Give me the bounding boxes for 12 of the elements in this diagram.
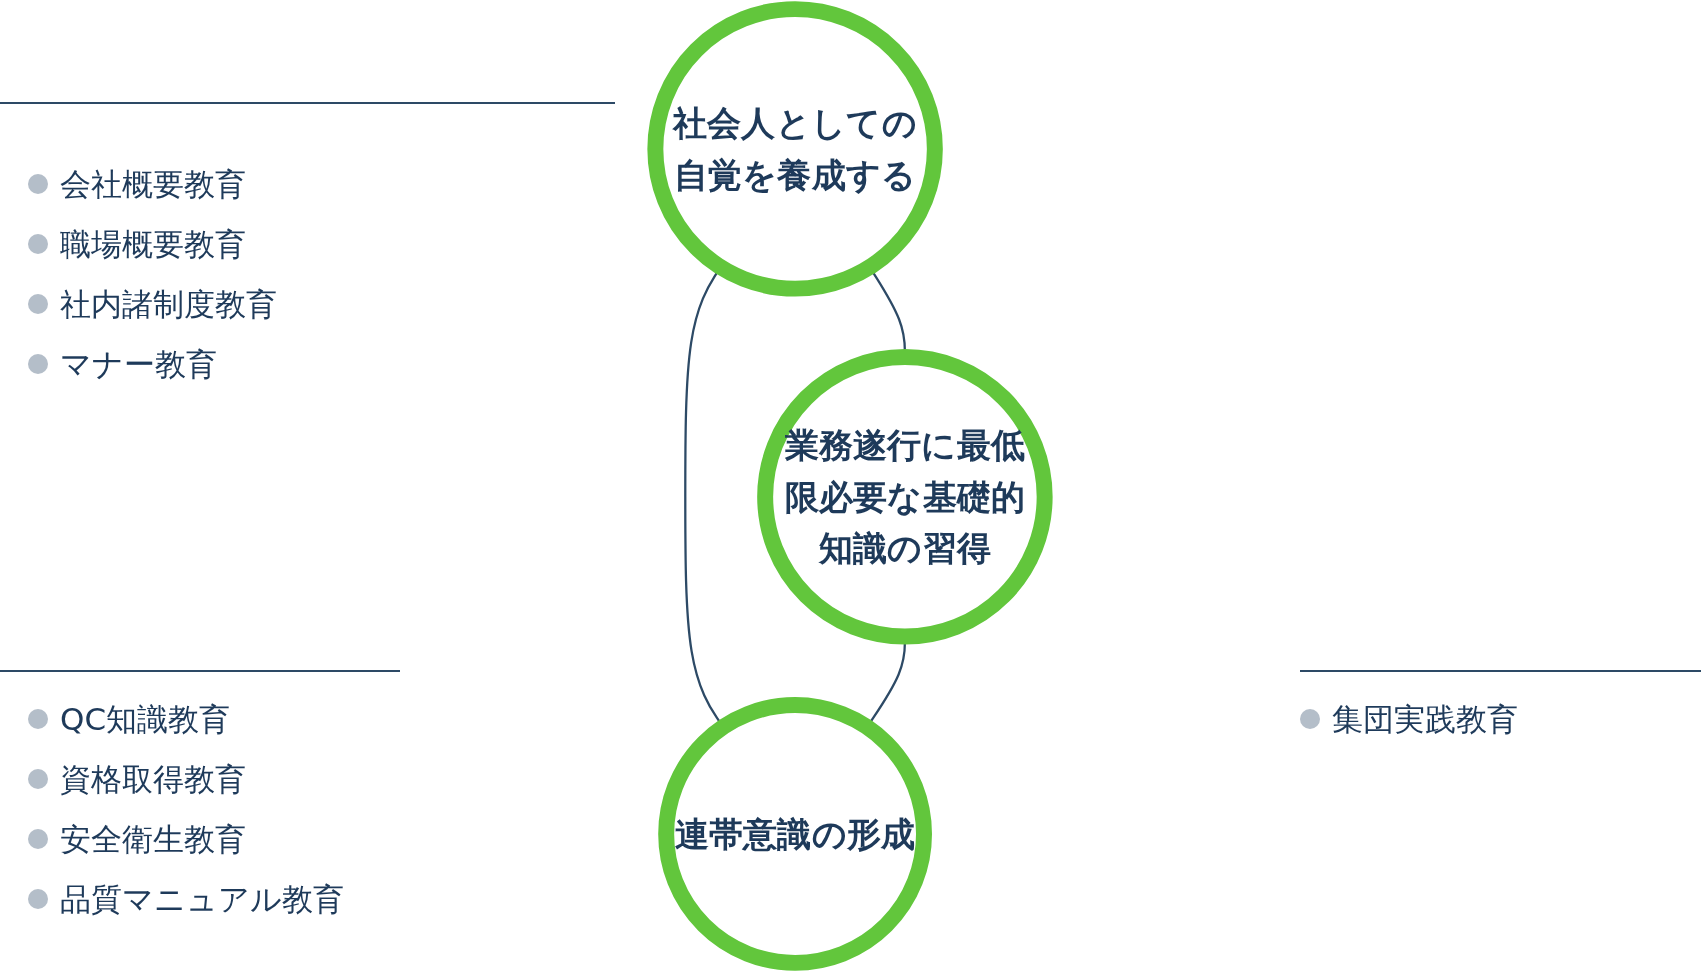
node-circle: 社会人としての自覚を養成する xyxy=(647,1,943,297)
list-item-text: 会社概要教育 xyxy=(60,165,246,203)
list-item-text: 集団実践教育 xyxy=(1332,700,1518,738)
list-item-text: 職場概要教育 xyxy=(60,225,246,263)
node-circle: 連帯意識の形成 xyxy=(658,697,932,971)
list-item-text: QC知識教育 xyxy=(60,700,231,738)
list-item-text: 資格取得教育 xyxy=(60,760,246,798)
node-circle: 業務遂行に最低限必要な基礎的知識の習得 xyxy=(757,349,1053,645)
list-item-text: 安全衛生教育 xyxy=(60,820,246,858)
list-item-text: マナー教育 xyxy=(60,345,217,383)
list-item-text: 品質マニュアル教育 xyxy=(60,880,344,918)
list-item-text: 社内諸制度教育 xyxy=(60,285,277,323)
